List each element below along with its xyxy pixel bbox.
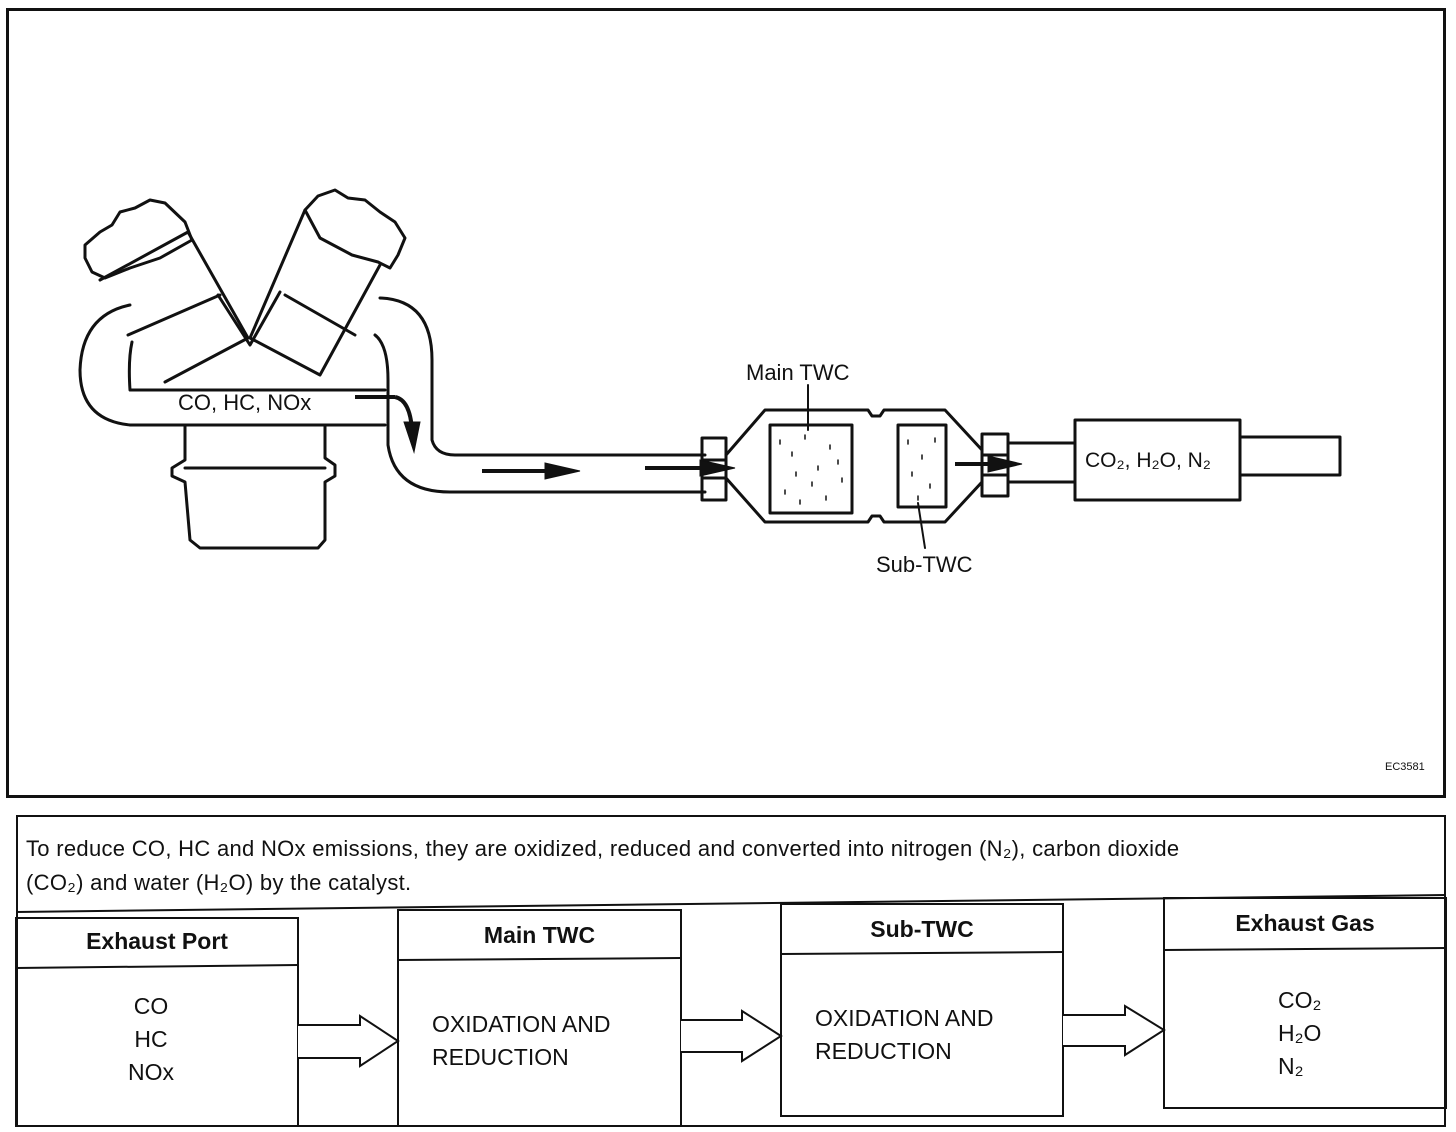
sub-twc-leader bbox=[917, 502, 926, 549]
stage-header-exhaust-gas: Exhaust Gas bbox=[1235, 910, 1375, 936]
stage-box-2 bbox=[397, 909, 682, 1127]
caption: To reduce CO, HC and NOx emissions, they… bbox=[26, 832, 1426, 900]
product-n2: N₂ bbox=[1278, 1053, 1304, 1079]
stage-header-main-twc: Main TWC bbox=[483, 922, 596, 948]
stage-box-4 bbox=[1163, 897, 1447, 1109]
flow-arrows bbox=[355, 395, 1023, 480]
stage-arrow-1 bbox=[298, 1014, 400, 1068]
sub-twc-label: Sub-TWC bbox=[876, 552, 973, 577]
main-twc-label: Main TWC bbox=[746, 360, 850, 385]
sub-twc-element bbox=[896, 423, 948, 509]
converter-shell bbox=[724, 408, 984, 524]
tailpipe bbox=[1006, 418, 1342, 502]
stage-header-exhaust-port: Exhaust Port bbox=[86, 928, 228, 954]
exhaust-manifold bbox=[78, 296, 707, 494]
diagram-panel bbox=[6, 8, 1446, 798]
process-line-1: OXIDATION AND bbox=[432, 1011, 611, 1037]
output-gas-label: CO₂, H₂O, N₂ bbox=[1085, 449, 1211, 472]
stage-content-sub-twc: OXIDATION AND REDUCTION bbox=[815, 1002, 1055, 1068]
pollutant-co: CO bbox=[133, 993, 169, 1019]
engine-block bbox=[83, 188, 407, 550]
stage-content-exhaust-gas: CO₂ H₂O N₂ bbox=[1278, 984, 1398, 1083]
figure-code: EC3581 bbox=[1385, 761, 1425, 773]
pollutant-hc: HC bbox=[134, 1026, 168, 1052]
process-line-2: REDUCTION bbox=[815, 1038, 952, 1064]
main-twc-element bbox=[768, 423, 854, 515]
exhaust-system-diagram: CO, HC, NOx Main TWC Sub-TWC CO₂, H₂O, N… bbox=[78, 188, 1425, 773]
product-co2: CO₂ bbox=[1278, 987, 1322, 1013]
pollutant-nox: NOx bbox=[128, 1059, 174, 1085]
stage-box-3 bbox=[780, 903, 1064, 1117]
stage-arrow-3 bbox=[1063, 1004, 1166, 1057]
caption-line-2: (CO₂) and water (H₂O) by the catalyst. bbox=[26, 870, 412, 895]
stage-content-main-twc: OXIDATION AND REDUCTION bbox=[432, 1008, 672, 1074]
caption-line-1: To reduce CO, HC and NOx emissions, they… bbox=[26, 836, 1180, 861]
stage-arrows bbox=[298, 1004, 1166, 1068]
product-h2o: H₂O bbox=[1278, 1020, 1322, 1046]
process-line-1: OXIDATION AND bbox=[815, 1005, 994, 1031]
process-line-2: REDUCTION bbox=[432, 1044, 569, 1070]
stage-content-exhaust-port: CO HC NOx bbox=[16, 990, 286, 1089]
stage-box-1 bbox=[15, 917, 299, 1127]
stage-arrow-2 bbox=[681, 1009, 783, 1063]
engine-gas-label: CO, HC, NOx bbox=[178, 390, 311, 415]
stage-header-sub-twc: Sub-TWC bbox=[870, 916, 974, 942]
